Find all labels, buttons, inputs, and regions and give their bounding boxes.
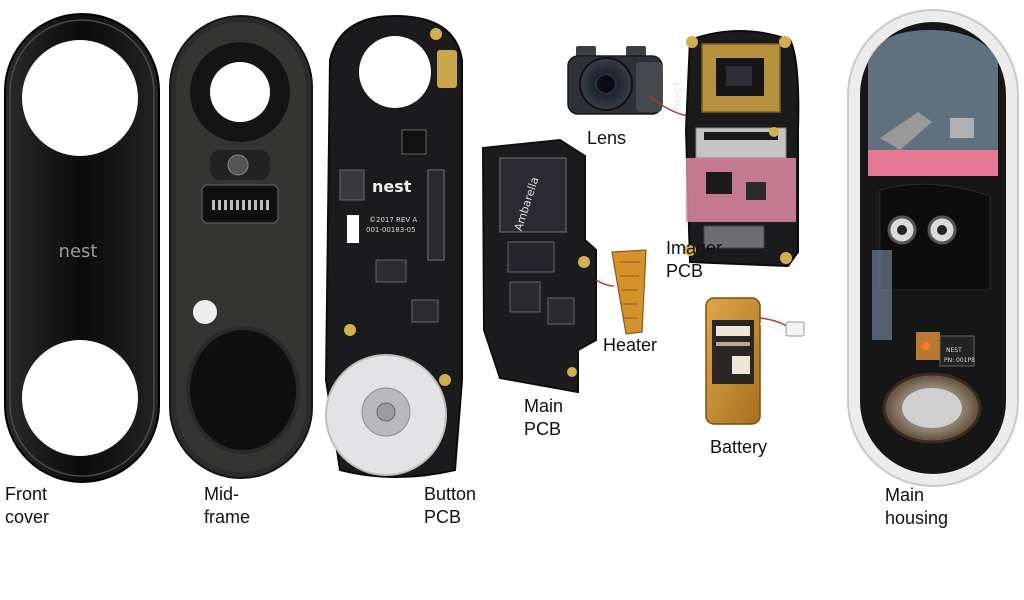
button-pcb xyxy=(324,14,463,478)
label-lens: Lens xyxy=(587,128,627,148)
housing-tag: NEST xyxy=(946,347,962,354)
imager-pcb xyxy=(684,30,800,268)
label-main-pcb: Main PCB xyxy=(524,396,564,439)
main-housing xyxy=(847,9,1019,487)
mid-frame-lens-icon xyxy=(227,154,249,176)
label-button-pcb: Button PCB xyxy=(424,484,477,527)
front-cover xyxy=(4,13,160,483)
label-imager-pcb: Imager PCB xyxy=(666,238,723,281)
lens-module xyxy=(567,46,689,117)
mid-frame xyxy=(169,15,313,479)
label-battery: Battery xyxy=(710,437,768,457)
label-heater: Heater xyxy=(603,335,658,355)
housing-part-number: PN: 001P8 xyxy=(944,357,975,364)
main-pcb xyxy=(481,138,597,394)
button-pcb-part: 001-00183-05 xyxy=(366,226,416,234)
label-main-housing: Main housing xyxy=(885,485,949,528)
label-mid-frame: Mid- frame xyxy=(204,484,251,527)
label-front-cover: Front cover xyxy=(5,484,50,527)
battery-connector xyxy=(785,321,805,337)
front-cover-upper-hole xyxy=(22,40,138,156)
button-pcb-rev: ©2017 REV A xyxy=(369,216,417,224)
front-cover-lower-hole xyxy=(22,340,138,456)
mid-frame-connector xyxy=(201,184,279,224)
button-pcb-logo: nest xyxy=(372,177,412,196)
housing-orange-indicator xyxy=(922,342,930,350)
imager-pcb-logo: nest xyxy=(671,80,686,112)
battery xyxy=(705,297,805,425)
front-cover-logo: nest xyxy=(59,241,98,262)
button-switch-icon xyxy=(376,402,396,422)
heater xyxy=(595,249,647,335)
